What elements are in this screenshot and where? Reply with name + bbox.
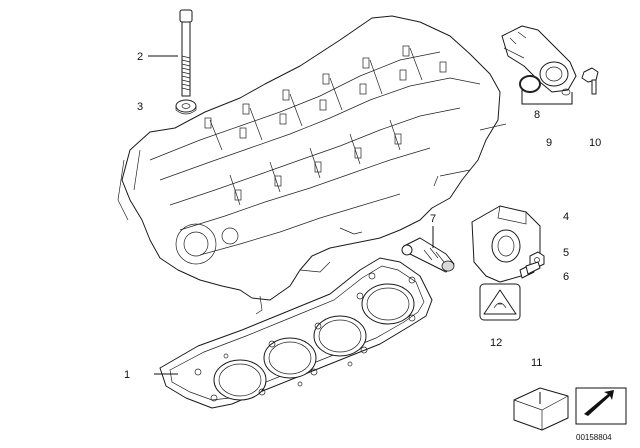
callout-11: 11: [531, 357, 542, 369]
gasket-kit-box: [513, 387, 569, 431]
temperature-sensor: [401, 237, 455, 273]
callout-4: 4: [563, 211, 569, 223]
o-ring: [519, 75, 541, 93]
callout-2: 2: [137, 51, 143, 63]
callout-9: 9: [546, 137, 552, 149]
callout-1: 1: [124, 369, 130, 381]
cylinder-head: [117, 15, 507, 315]
warning-label: [479, 283, 521, 321]
callout-12: 12: [490, 337, 502, 349]
callout-3: 3: [137, 101, 143, 113]
screw: [581, 67, 599, 95]
callout-10: 10: [589, 137, 601, 149]
arrow-symbol: [575, 387, 627, 425]
callout-7: 7: [430, 213, 436, 225]
hex-bolt: [519, 261, 541, 279]
leader-lines: [148, 55, 573, 404]
cylinder-head-bolt: [179, 9, 193, 97]
cylinder-head-gasket: [159, 257, 433, 409]
callout-6: 6: [563, 271, 569, 283]
coolant-flange: [501, 25, 577, 96]
washer: [175, 99, 197, 115]
callout-5: 5: [563, 247, 569, 259]
document-number: 00158804: [576, 433, 612, 442]
callout-labels: 1 2 3 4 5 6 7 8 9 10 11 12: [124, 51, 601, 381]
callout-8: 8: [534, 109, 540, 121]
